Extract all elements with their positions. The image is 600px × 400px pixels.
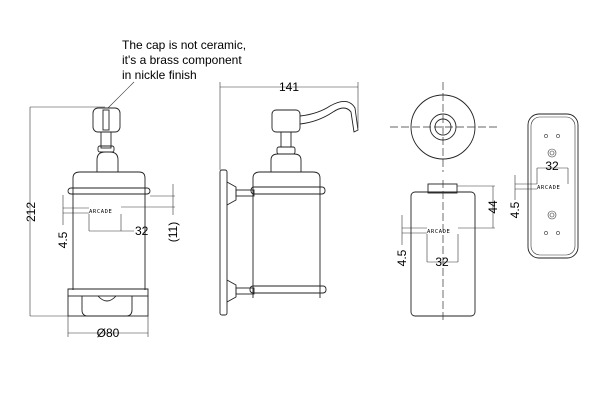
backplate-logo: ARCADE	[537, 185, 560, 191]
front-view: 212 Ø80 ARCADE 4.5 32 (11)	[24, 106, 180, 340]
backplate-logo-width-label: 32	[545, 159, 559, 173]
rear-logo: ARCADE	[427, 229, 450, 235]
projection-dim-label: 141	[279, 80, 299, 94]
front-logo: ARCADE	[89, 209, 112, 215]
note-line-2: it's a brass component	[122, 53, 242, 67]
front-logo-width-label: 32	[135, 224, 149, 238]
note-line-3: in nickle finish	[122, 68, 197, 82]
note-line-1: The cap is not ceramic,	[122, 38, 246, 52]
backplate-view: ARCADE 32 4.5	[508, 113, 579, 259]
rear-view: 44 ARCADE 4.5 32	[395, 180, 500, 320]
diameter-dim-label: Ø80	[97, 326, 120, 340]
ring-offset-label: (11)	[166, 222, 180, 242]
callout-note: The cap is not ceramic, it's a brass com…	[107, 38, 246, 109]
rear-logo-width-label: 32	[435, 255, 449, 269]
top-view	[390, 82, 497, 172]
rear-logo-offset-label: 4.5	[395, 249, 409, 266]
front-logo-offset-label: 4.5	[56, 231, 70, 248]
leader-line	[107, 81, 135, 109]
backplate-logo-offset-label: 4.5	[508, 201, 522, 218]
side-view: 141	[219, 80, 359, 316]
cap-height-label: 44	[486, 200, 500, 214]
height-dim-label: 212	[24, 202, 38, 222]
